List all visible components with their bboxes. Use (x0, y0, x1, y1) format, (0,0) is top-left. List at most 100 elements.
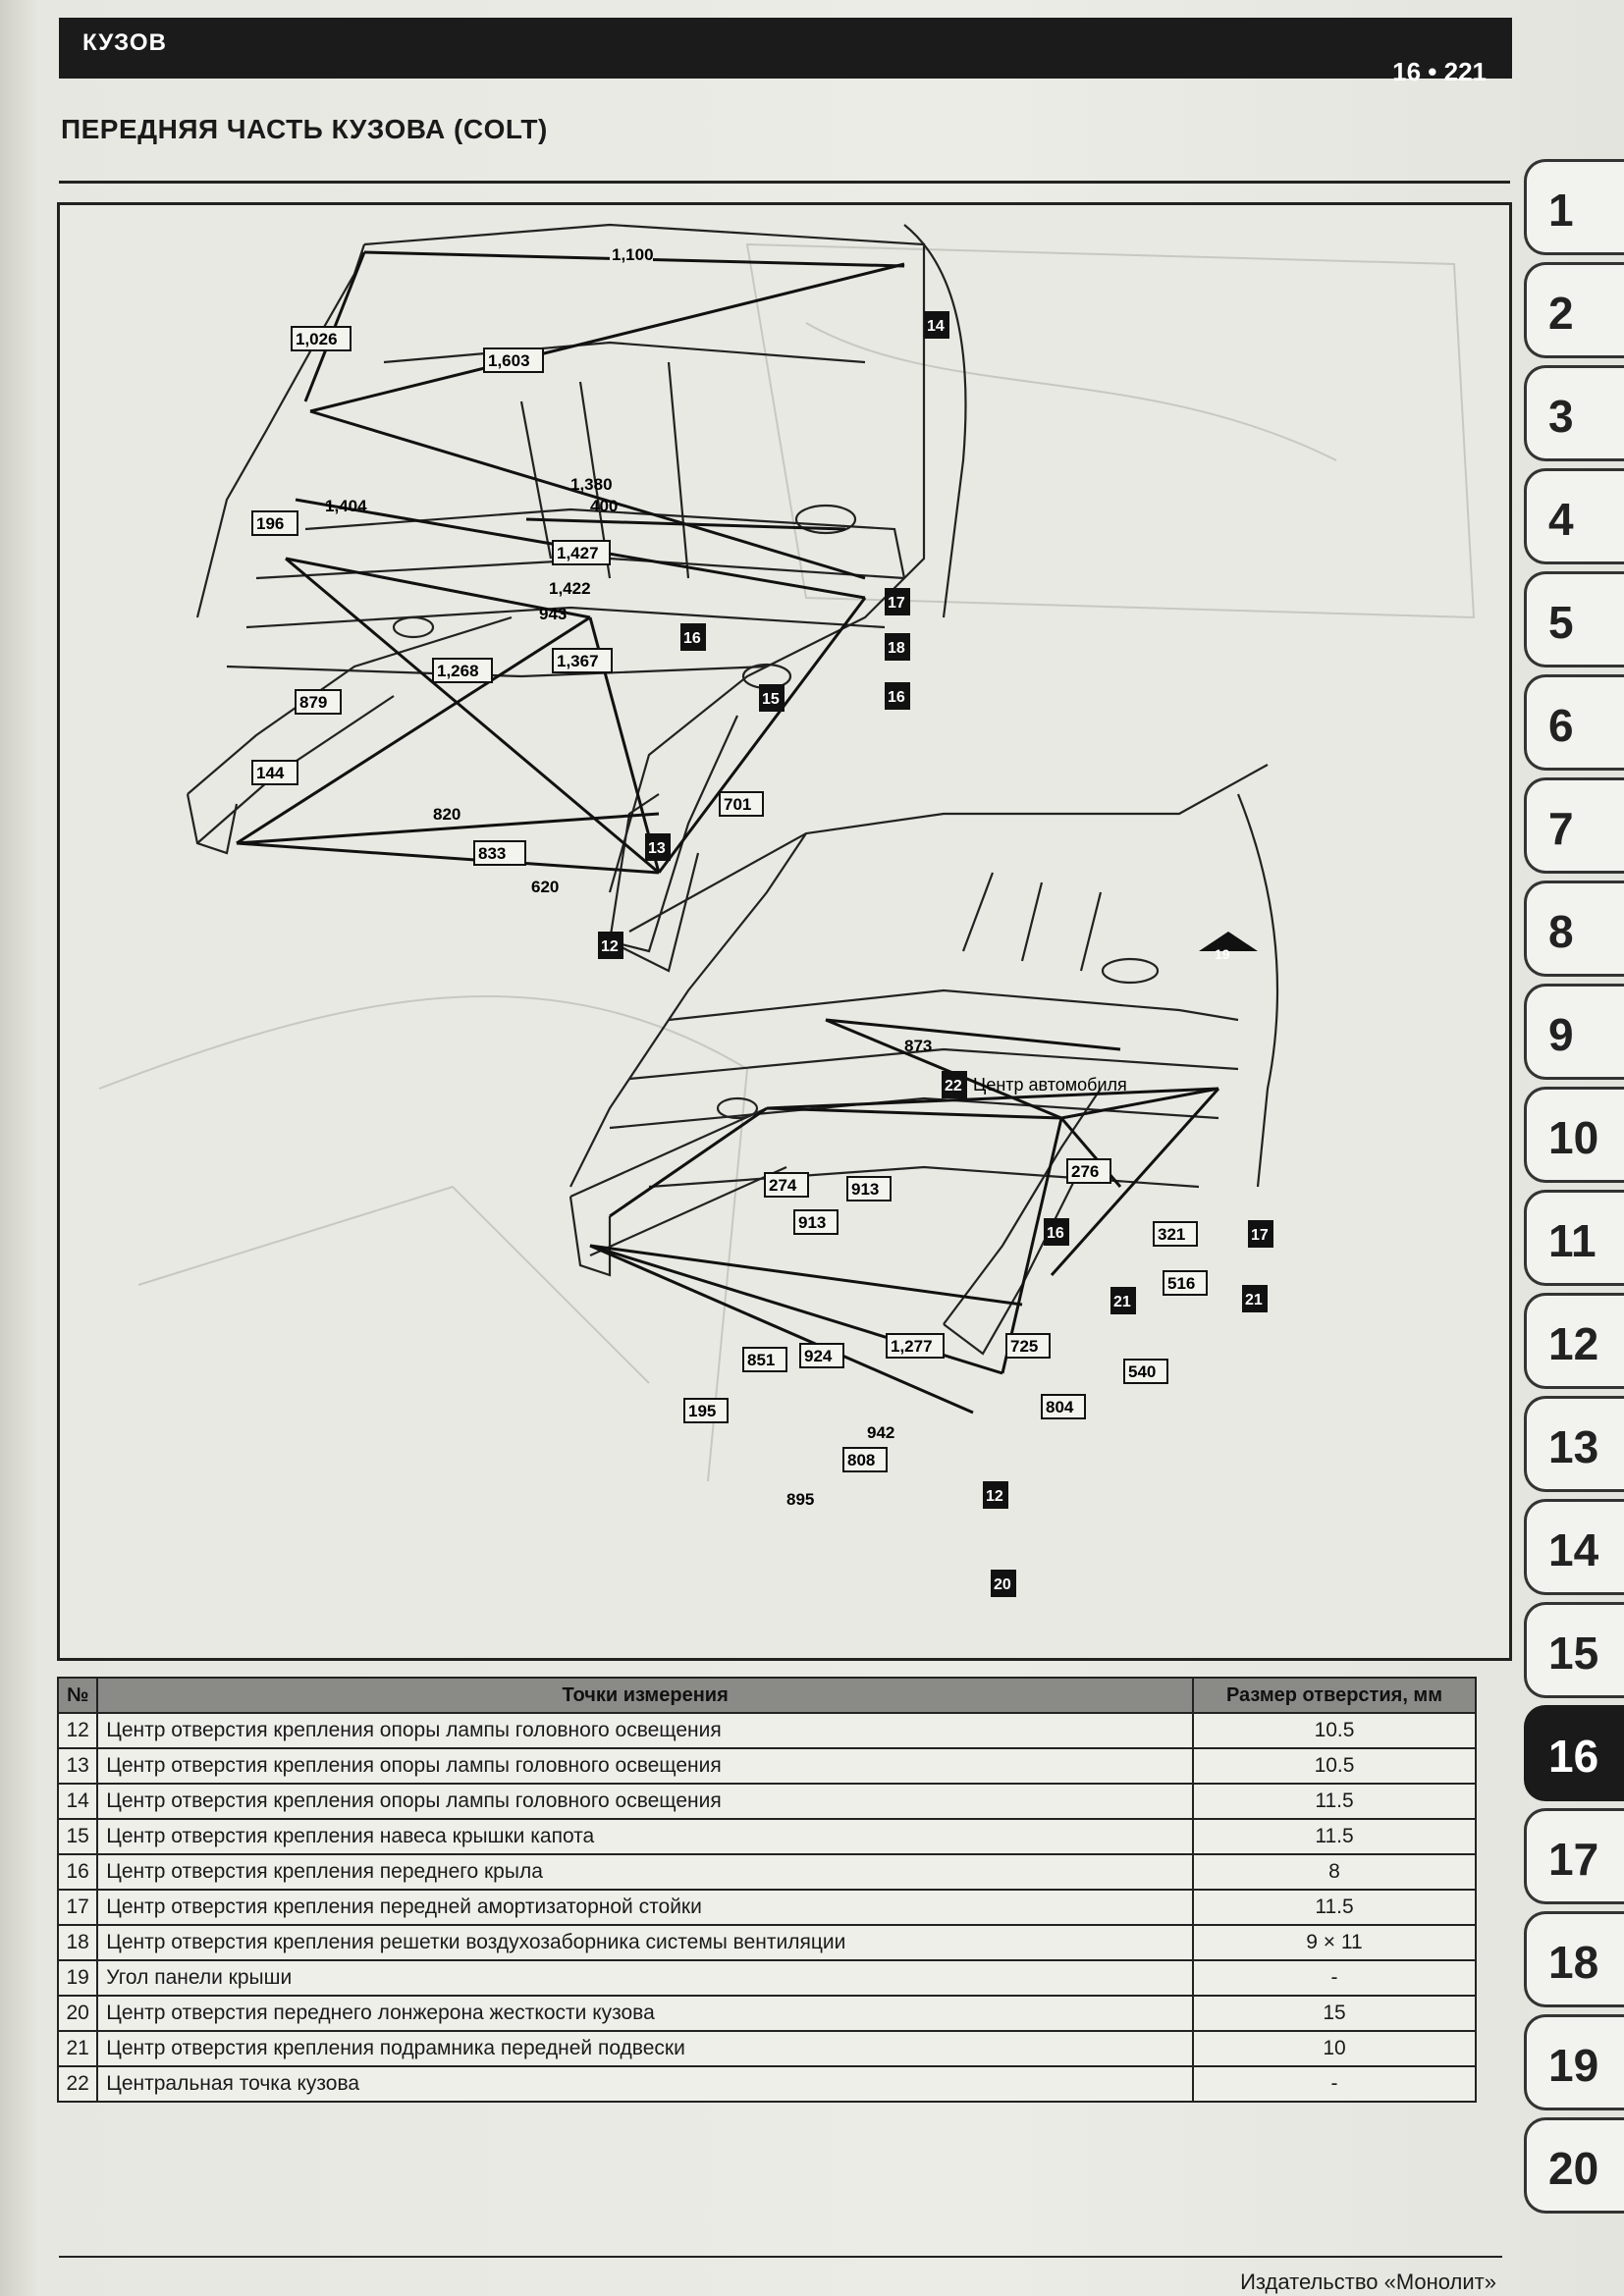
row-point: Центр отверстия крепления решетки воздух… (96, 1924, 1194, 1961)
chapter-tab[interactable]: 12 (1524, 1293, 1624, 1389)
dim-label: 620 (531, 878, 559, 896)
point-tag: 144 (256, 764, 285, 782)
marker: 16 (888, 689, 905, 706)
row-number: 16 (56, 1853, 99, 1891)
dim-label: 1,422 (549, 579, 591, 598)
marker: 16 (1047, 1225, 1064, 1242)
dim-label: 1,268 (437, 662, 479, 680)
dim-label: 1,427 (557, 544, 599, 562)
marker: 22 (945, 1078, 962, 1095)
chapter-tab[interactable]: 6 (1524, 674, 1624, 771)
chapter-tab[interactable]: 10 (1524, 1087, 1624, 1183)
row-size: 11.5 (1192, 1818, 1477, 1855)
row-size: - (1192, 1959, 1477, 1997)
chapter-tab[interactable]: 20 (1524, 2117, 1624, 2214)
marker: 12 (986, 1488, 1003, 1505)
dim-label: 516 (1167, 1274, 1195, 1293)
point-markers: 14 17 16 15 18 13 12 16 22 17 16 21 21 1… (598, 311, 1273, 1597)
chapter-tab[interactable]: 9 (1524, 984, 1624, 1080)
row-size: 15 (1192, 1995, 1477, 2032)
dim-label: 400 (590, 497, 618, 515)
dim-label: 943 (539, 605, 567, 623)
chapter-tab[interactable]: 3 (1524, 365, 1624, 461)
chapter-tab[interactable]: 7 (1524, 777, 1624, 874)
marker: 21 (1245, 1292, 1263, 1308)
row-size: 11.5 (1192, 1783, 1477, 1820)
chapter-tab[interactable]: 5 (1524, 571, 1624, 667)
publisher-credit: Издательство «Монолит» (1240, 2269, 1496, 2294)
chapter-tab[interactable]: 15 (1524, 1602, 1624, 1698)
dimension-labels: 1,100 1,026 1,603 1,380 400 1,404 1,427 … (251, 244, 1208, 1509)
row-number: 19 (56, 1959, 99, 1997)
dim-label: 804 (1046, 1398, 1074, 1416)
row-size: 10.5 (1192, 1712, 1477, 1749)
dim-label: 1,603 (488, 351, 530, 370)
dim-label: 725 (1010, 1337, 1038, 1356)
page-title: ПЕРЕДНЯЯ ЧАСТЬ КУЗОВА (COLT) (61, 114, 548, 144)
chapter-tab[interactable]: 13 (1524, 1396, 1624, 1492)
dim-label: 913 (851, 1180, 879, 1199)
dim-label: 1,277 (891, 1337, 933, 1356)
row-point: Угол панели крыши (96, 1959, 1194, 1997)
col-point: Точки измерения (96, 1677, 1194, 1714)
row-size: 11.5 (1192, 1889, 1477, 1926)
col-number: № (56, 1677, 99, 1714)
row-number: 21 (56, 2030, 99, 2067)
marker: 15 (762, 691, 780, 708)
chapter-tab[interactable]: 14 (1524, 1499, 1624, 1595)
row-number: 14 (56, 1783, 99, 1820)
dim-label: 851 (747, 1351, 775, 1369)
row-point: Центр отверстия крепления переднего крыл… (96, 1853, 1194, 1891)
dim-label: 808 (847, 1451, 875, 1469)
dim-label: 276 (1071, 1162, 1099, 1181)
section-label: КУЗОВ (82, 29, 167, 56)
chapter-tab[interactable]: 18 (1524, 1911, 1624, 2007)
dim-label: 820 (433, 805, 460, 824)
row-point: Центр отверстия крепления передней аморт… (96, 1889, 1194, 1926)
marker: 13 (648, 840, 666, 857)
row-size: 10 (1192, 2030, 1477, 2067)
row-point: Центр отверстия крепления опоры лампы го… (96, 1783, 1194, 1820)
chapter-tab[interactable]: 1 (1524, 159, 1624, 255)
chapter-tab[interactable]: 4 (1524, 468, 1624, 564)
chapter-tab[interactable]: 17 (1524, 1808, 1624, 1904)
dim-label: 1,404 (325, 497, 367, 515)
chapter-tab[interactable]: 11 (1524, 1190, 1624, 1286)
footer-divider (59, 2256, 1502, 2258)
table-header-row: № Точки измерения Размер отверстия, мм (56, 1677, 1477, 1714)
dim-label: 924 (804, 1347, 833, 1365)
marker: 17 (888, 595, 905, 612)
title-divider (59, 181, 1510, 184)
dim-label: 1,367 (557, 652, 599, 670)
marker: 20 (994, 1576, 1011, 1593)
dim-label: 195 (688, 1402, 716, 1420)
row-number: 22 (56, 2065, 99, 2103)
point-tag: 879 (299, 693, 327, 712)
marker: 17 (1251, 1227, 1269, 1244)
dim-label: 1,026 (296, 330, 338, 348)
measurement-table: № Точки измерения Размер отверстия, мм 1… (56, 1677, 1477, 2103)
chapter-tab[interactable]: 8 (1524, 881, 1624, 977)
lower-body-outline (568, 764, 1279, 1356)
chapter-tab[interactable]: 19 (1524, 2014, 1624, 2110)
chapter-tab[interactable]: 2 (1524, 262, 1624, 358)
marker: 21 (1113, 1294, 1131, 1310)
row-point: Центр отверстия крепления навеса крышки … (96, 1818, 1194, 1855)
row-number: 18 (56, 1924, 99, 1961)
marker: 12 (601, 938, 619, 955)
row-point: Центральная точка кузова (96, 2065, 1194, 2103)
chapter-tab-active[interactable]: 16 (1524, 1705, 1624, 1801)
row-number: 13 (56, 1747, 99, 1785)
center-label: Центр автомобиля (973, 1075, 1127, 1095)
row-size: 8 (1192, 1853, 1477, 1891)
